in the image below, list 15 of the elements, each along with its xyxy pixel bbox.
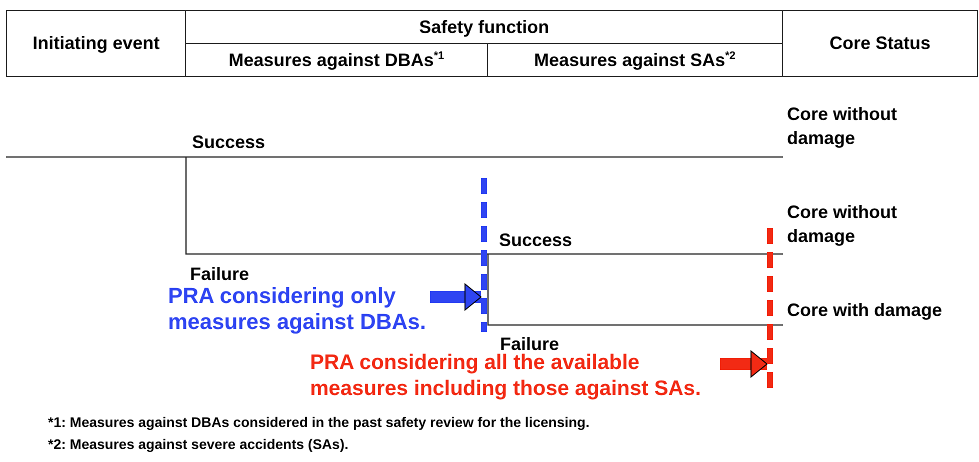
column-header: Initiating event: [6, 10, 186, 76]
branch-label: Success: [499, 229, 572, 252]
column-header: Core Status: [782, 10, 978, 76]
branch-label: Success: [192, 131, 266, 154]
outcome-label: Core without damage: [787, 201, 898, 248]
footnote: *2: Measures against severe accidents (SAs).: [48, 435, 348, 454]
column-header: Measures against DBAs$^{*1}$: [186, 44, 488, 76]
outcome-label: Core without damage: [787, 103, 898, 150]
outcome-label: Core with damage: [787, 299, 942, 322]
block-arrow: [720, 350, 768, 378]
footnote: *1: Measures against DBAs considered in the past safety review for the licensing.: [48, 413, 590, 432]
block-arrow: [430, 284, 482, 310]
callout-text: PRA considering only measures against DBAs.: [168, 283, 430, 335]
column-header: Safety function: [186, 10, 783, 44]
branch-label: Failure: [190, 263, 250, 286]
